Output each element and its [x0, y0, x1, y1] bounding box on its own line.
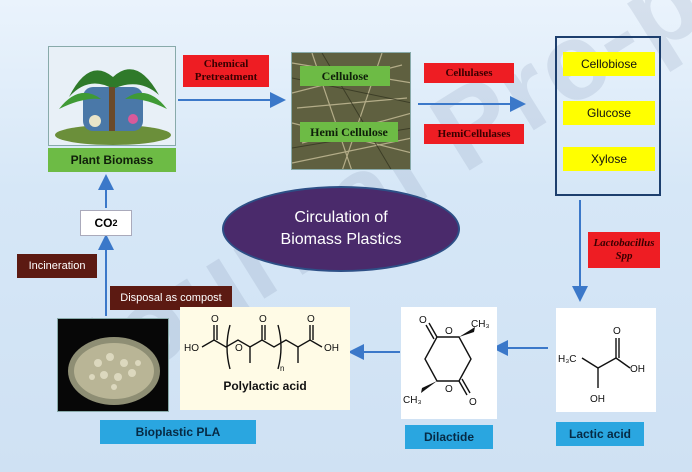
polylactic-acid-label: Polylactic acid: [223, 379, 307, 393]
co2-subscript: 2: [112, 218, 118, 228]
dilactide-o3-text: O: [445, 384, 453, 395]
sugars-box: [555, 36, 661, 196]
sugar-xylose: Xylose: [563, 147, 655, 171]
pla-o4-text: O: [307, 314, 315, 325]
pla-molecule: HO O O O n O OH: [184, 314, 339, 373]
pla-oh-text: OH: [324, 343, 339, 354]
dilactide-o1-text: O: [419, 315, 427, 326]
lactobacillus-label: Lactobacillus Spp: [588, 232, 660, 268]
lactic-oh2-text: OH: [590, 394, 605, 405]
lactic-acid-molecule: H₃C O OH OH: [558, 326, 645, 405]
hemicellulose-label: Hemi Cellulose: [300, 122, 398, 142]
pla-o3-text: O: [259, 314, 267, 325]
bioplastic-pla-label: Bioplastic PLA: [100, 420, 256, 444]
pla-o1-text: O: [211, 314, 219, 325]
lactic-acid-structure: H₃C O OH OH: [556, 308, 656, 412]
plant-biomass-image: [48, 46, 176, 146]
lactic-acid-label: Lactic acid: [556, 422, 644, 446]
hemicellulases-label: HemiCellulases: [424, 124, 524, 144]
lactic-oh-text: OH: [630, 364, 645, 375]
plant-illustration: [55, 69, 171, 145]
pla-pellets-image: [57, 318, 169, 412]
lactic-o-text: O: [613, 326, 621, 337]
disposal-compost-label: Disposal as compost: [110, 286, 232, 310]
lactic-ch3-text: H₃C: [558, 354, 577, 365]
dilactide-label: Dilactide: [405, 425, 493, 449]
dilactide-o2-text: O: [445, 326, 453, 337]
dilactide-o4-text: O: [469, 397, 477, 408]
incineration-label: Incineration: [17, 254, 97, 278]
sugar-cellobiose: Cellobiose: [563, 52, 655, 76]
center-ellipse: Circulation of Biomass Plastics: [222, 186, 460, 272]
plant-biomass-label: Plant Biomass: [48, 148, 176, 172]
pla-o2-text: O: [235, 343, 243, 354]
cellulose-label: Cellulose: [300, 66, 390, 86]
dilactide-molecule: O O O O CH₃ CH₃: [403, 315, 490, 408]
dilactide-ch3b-text: CH₃: [403, 395, 422, 406]
dilactide-structure: O O O O CH₃ CH₃: [401, 307, 497, 419]
pla-ho-text: HO: [184, 343, 199, 354]
pellets-illustration: [58, 319, 168, 411]
co2-text: CO: [94, 216, 113, 230]
pla-n-text: n: [280, 364, 284, 373]
chemical-pretreatment-label: Chemical Pretreatment: [183, 55, 269, 87]
dilactide-ch3a-text: CH₃: [471, 319, 490, 330]
center-title: Circulation of Biomass Plastics: [280, 209, 402, 248]
sugar-glucose: Glucose: [563, 101, 655, 125]
polylactic-acid-structure: HO O O O n O OH Polylactic acid: [180, 307, 350, 410]
cellulases-label: Cellulases: [424, 63, 514, 83]
